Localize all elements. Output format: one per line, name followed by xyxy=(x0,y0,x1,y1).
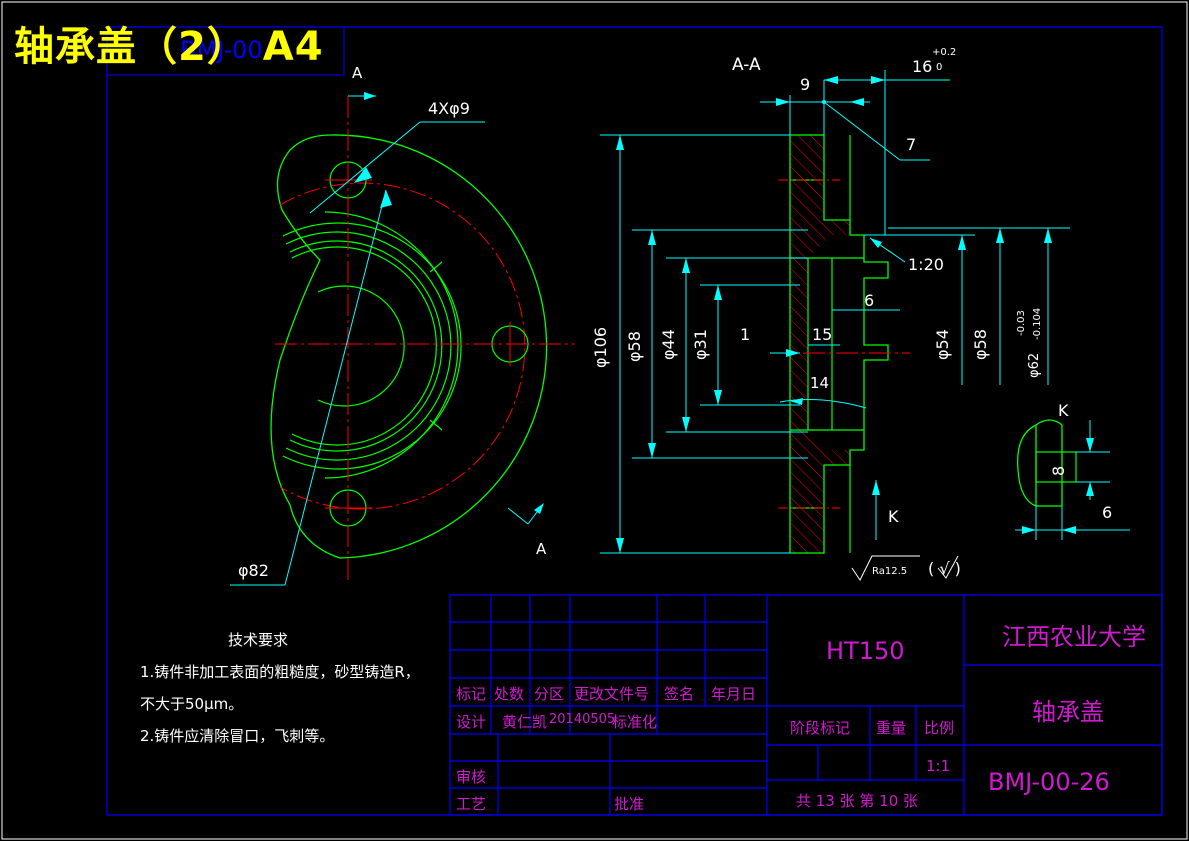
tech-line-2: 不大于50μm。 xyxy=(140,695,244,713)
k-view-label: K xyxy=(1058,401,1069,420)
roughness-value: Ra12.5 xyxy=(872,566,907,577)
dim-d106: φ106 xyxy=(591,327,610,368)
header-zone: 分区 xyxy=(534,685,565,703)
dim-d62: φ62 xyxy=(1027,353,1042,378)
front-view xyxy=(230,92,575,586)
row-process-label: 工艺 xyxy=(456,795,487,813)
header-date: 年月日 xyxy=(711,685,757,703)
dim-seven: 7 xyxy=(906,135,916,154)
design-date: 20140505 xyxy=(549,712,616,727)
approve-label: 批准 xyxy=(614,795,645,813)
material-label: HT150 xyxy=(826,637,905,665)
dim-d44: φ44 xyxy=(659,329,678,360)
dim-fourteen: 14 xyxy=(810,374,829,392)
dim-d62-tol-lower: -0.104 xyxy=(1032,308,1043,340)
section-mark-bottom: A xyxy=(536,540,547,558)
roughness-symbol xyxy=(851,555,959,581)
section-mark-top: A xyxy=(352,64,363,82)
hole-callout: 4Xφ9 xyxy=(428,99,470,118)
dim-d62-tol-upper: -0.03 xyxy=(1016,310,1027,336)
scale-value: 1:1 xyxy=(926,757,951,775)
k-view xyxy=(1015,419,1130,540)
dim-d31: φ31 xyxy=(691,329,710,360)
roughness-tail: ( √ ) xyxy=(928,559,961,578)
dim-fifteen: 15 xyxy=(812,325,832,344)
tech-heading: 技术要求 xyxy=(228,631,289,649)
scale-label: 比例 xyxy=(924,719,955,737)
technical-requirements: 技术要求 1.铸件非加工表面的粗糙度，砂型铸造R， 不大于50μm。 2.铸件应… xyxy=(140,624,420,752)
header-count: 处数 xyxy=(494,685,525,703)
dim-taper: 1:20 xyxy=(908,255,944,274)
dim-tol-zero: 0 xyxy=(936,62,942,73)
dim-nine: 9 xyxy=(800,75,810,94)
row-review-label: 审核 xyxy=(456,768,487,786)
dim-one: 1 xyxy=(740,325,750,344)
tech-line-3: 2.铸件应清除冒口，飞刺等。 xyxy=(140,727,335,745)
sheet-count: 共 13 张 第 10 张 xyxy=(796,792,919,810)
university-label: 江西农业大学 xyxy=(1002,623,1146,651)
ghost-title-text: BMJ-00 xyxy=(180,36,263,64)
section-view-label: A-A xyxy=(732,55,761,75)
dim-sixteen: 16 xyxy=(912,57,932,76)
stage-mark-label: 阶段标记 xyxy=(790,719,851,737)
header-sign: 签名 xyxy=(664,685,695,703)
dim-six-right: 6 xyxy=(1102,503,1112,522)
ghost-title-box xyxy=(106,26,345,76)
k-arrow-label: K xyxy=(888,507,899,526)
header-doc: 更改文件号 xyxy=(574,685,650,703)
page-title: 轴承盖（2） A4 xyxy=(14,24,324,70)
dim-tol-plus: +0.2 xyxy=(932,47,956,58)
weight-label: 重量 xyxy=(876,719,907,737)
dim-six-mid: 6 xyxy=(864,291,874,310)
section-view xyxy=(600,70,1070,554)
drawing-number: BMJ-00-26 xyxy=(988,768,1110,796)
dim-d54: φ54 xyxy=(933,329,952,360)
row-design-label: 设计 xyxy=(456,713,487,731)
designer-name: 黄仁凯 xyxy=(502,713,548,731)
dim-d58-left: φ58 xyxy=(625,331,644,362)
bolt-circle-dim: φ82 xyxy=(238,561,269,580)
part-name-label: 轴承盖 xyxy=(1032,698,1104,726)
dim-d58-right: φ58 xyxy=(971,329,990,360)
title-block-grid xyxy=(449,594,1163,816)
header-mark: 标记 xyxy=(456,685,487,703)
standardize-label: 标准化 xyxy=(612,713,658,731)
tech-line-1: 1.铸件非加工表面的粗糙度，砂型铸造R， xyxy=(140,663,420,681)
dim-eight: 8 xyxy=(1049,466,1068,476)
